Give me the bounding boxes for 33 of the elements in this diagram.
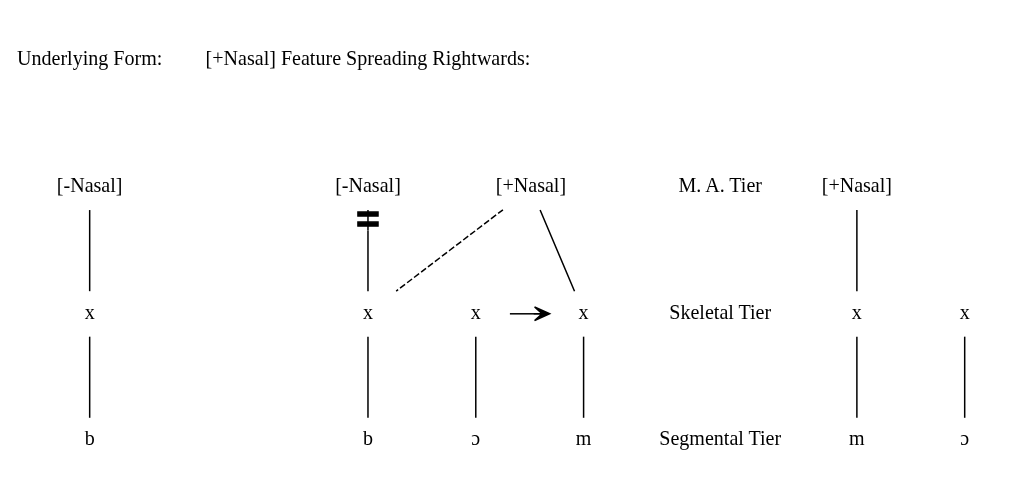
node-text: [-Nasal] <box>56 173 123 196</box>
connector <box>88 209 90 292</box>
arrow <box>508 306 550 322</box>
node-text: [+Nasal] <box>821 173 892 196</box>
node-text: x <box>851 300 862 323</box>
label: Skeletal Tier <box>668 300 771 323</box>
node-text: [-Nasal] <box>334 173 401 196</box>
label: Segmental Tier <box>658 427 781 450</box>
node-text: b <box>362 427 373 450</box>
label: [+Nasal] Feature Spreading Rightwards: <box>205 47 530 70</box>
node-text: m <box>848 427 865 450</box>
node-text: b <box>84 427 95 450</box>
node-text: m <box>575 427 591 450</box>
node-text: x <box>84 300 95 323</box>
connector <box>538 209 575 292</box>
node-text: x <box>470 300 481 323</box>
node-text: ɔ <box>959 427 969 450</box>
node-text: x <box>578 300 589 323</box>
connector <box>474 335 477 419</box>
connector <box>963 335 965 419</box>
node-text: [+Nasal] <box>495 173 566 196</box>
connector <box>582 335 584 419</box>
node-text: x <box>959 300 970 323</box>
label: Underlying Form: <box>16 47 162 70</box>
connector <box>88 335 90 419</box>
connector <box>394 209 504 292</box>
connector <box>356 209 379 292</box>
connector <box>855 335 858 419</box>
label: M. A. Tier <box>677 173 762 196</box>
connector <box>366 335 369 419</box>
node-text: x <box>362 300 373 323</box>
connector <box>855 209 858 292</box>
node-text: ɔ <box>470 427 480 450</box>
